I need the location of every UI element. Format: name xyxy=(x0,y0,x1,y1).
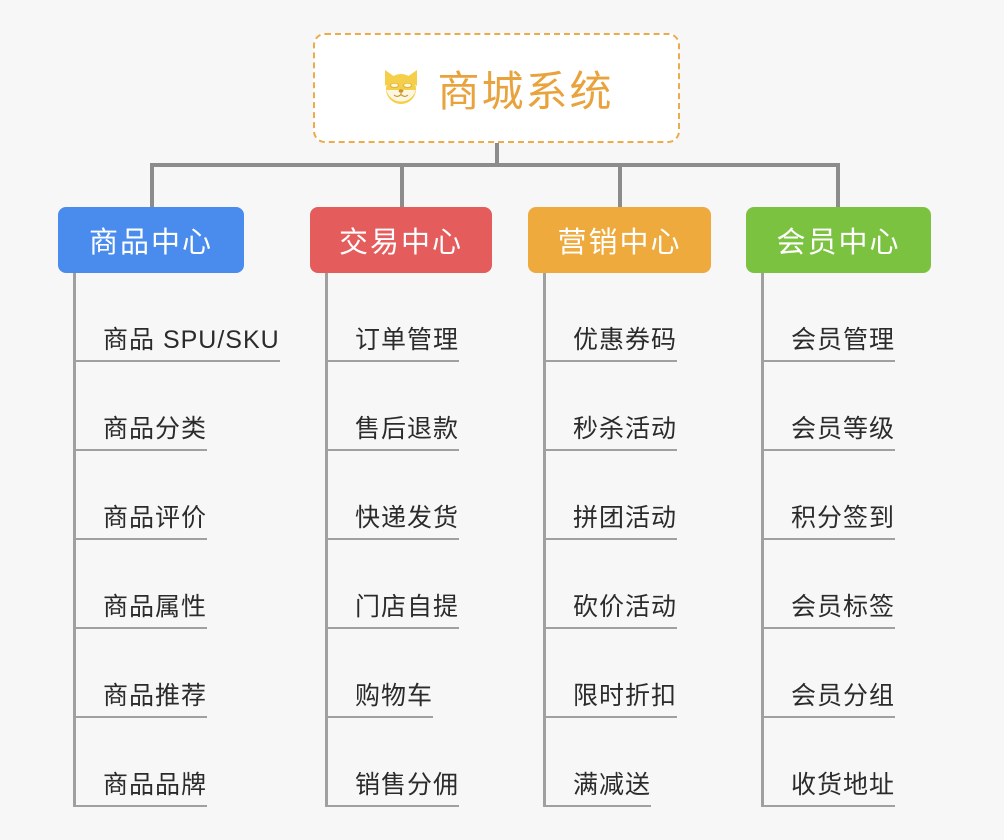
leaf-label: 砍价活动 xyxy=(573,593,678,629)
category-column-trade: 交易中心 订单管理 售后退款 快递发货 门店自提 购物车 销售分佣 xyxy=(310,207,560,807)
shiba-dog-face-icon xyxy=(379,66,423,110)
leaf-label: 秒杀活动 xyxy=(573,415,678,451)
leaf-list-marketing: 优惠券码 秒杀活动 拼团活动 砍价活动 限时折扣 满减送 xyxy=(528,273,778,807)
category-header-marketing[interactable]: 营销中心 xyxy=(528,207,711,273)
list-item[interactable]: 购物车 xyxy=(310,629,560,718)
leaf-list-product: 商品 SPU/SKU 商品分类 商品评价 商品属性 商品推荐 商品品牌 xyxy=(58,273,308,807)
connector-drop-1 xyxy=(150,163,154,209)
root-node[interactable]: 商城系统 xyxy=(313,33,680,143)
leaf-label: 会员管理 xyxy=(791,326,896,362)
list-item[interactable]: 砍价活动 xyxy=(528,540,778,629)
list-item[interactable]: 商品评价 xyxy=(58,451,308,540)
list-item[interactable]: 限时折扣 xyxy=(528,629,778,718)
connector-drop-2 xyxy=(400,163,404,209)
category-header-trade[interactable]: 交易中心 xyxy=(310,207,492,273)
list-item[interactable]: 会员等级 xyxy=(746,362,996,451)
category-column-marketing: 营销中心 优惠券码 秒杀活动 拼团活动 砍价活动 限时折扣 满减送 xyxy=(528,207,778,807)
leaf-label: 商品 SPU/SKU xyxy=(103,326,280,362)
leaf-label: 售后退款 xyxy=(355,415,460,451)
list-item[interactable]: 会员分组 xyxy=(746,629,996,718)
list-item[interactable]: 积分签到 xyxy=(746,451,996,540)
category-header-product[interactable]: 商品中心 xyxy=(58,207,244,273)
list-item[interactable]: 优惠券码 xyxy=(528,273,778,362)
leaf-label: 商品评价 xyxy=(103,504,208,540)
list-item[interactable]: 收货地址 xyxy=(746,718,996,807)
leaf-label: 积分签到 xyxy=(791,504,896,540)
leaf-label: 购物车 xyxy=(355,682,434,718)
leaf-label: 拼团活动 xyxy=(573,504,678,540)
leaf-label: 商品品牌 xyxy=(103,771,208,807)
leaf-label: 会员等级 xyxy=(791,415,896,451)
leaf-label: 会员标签 xyxy=(791,593,896,629)
leaf-label: 门店自提 xyxy=(355,593,460,629)
leaf-label: 商品属性 xyxy=(103,593,208,629)
list-item[interactable]: 会员管理 xyxy=(746,273,996,362)
category-label: 会员中心 xyxy=(776,227,901,259)
leaf-label: 商品推荐 xyxy=(103,682,208,718)
category-label: 营销中心 xyxy=(557,227,682,259)
list-item[interactable]: 订单管理 xyxy=(310,273,560,362)
leaf-label: 销售分佣 xyxy=(355,771,460,807)
root-title: 商城系统 xyxy=(437,67,614,115)
list-item[interactable]: 商品分类 xyxy=(58,362,308,451)
category-column-product: 商品中心 商品 SPU/SKU 商品分类 商品评价 商品属性 商品推荐 商品品牌 xyxy=(58,207,308,807)
connector-drop-3 xyxy=(618,163,622,209)
list-item[interactable]: 销售分佣 xyxy=(310,718,560,807)
category-label: 交易中心 xyxy=(338,227,463,259)
leaf-list-trade: 订单管理 售后退款 快递发货 门店自提 购物车 销售分佣 xyxy=(310,273,560,807)
leaf-label: 商品分类 xyxy=(103,415,208,451)
category-label: 商品中心 xyxy=(88,227,213,259)
leaf-label: 会员分组 xyxy=(791,682,896,718)
leaf-label: 满减送 xyxy=(573,771,652,807)
connector-root-stem xyxy=(495,143,499,165)
list-item[interactable]: 商品品牌 xyxy=(58,718,308,807)
list-item[interactable]: 满减送 xyxy=(528,718,778,807)
category-header-member[interactable]: 会员中心 xyxy=(746,207,931,273)
list-item[interactable]: 商品推荐 xyxy=(58,629,308,718)
connector-drop-4 xyxy=(836,163,840,209)
list-item[interactable]: 商品属性 xyxy=(58,540,308,629)
leaf-label: 快递发货 xyxy=(355,504,460,540)
category-column-member: 会员中心 会员管理 会员等级 积分签到 会员标签 会员分组 收货地址 xyxy=(746,207,996,807)
leaf-label: 限时折扣 xyxy=(573,682,678,718)
leaf-list-member: 会员管理 会员等级 积分签到 会员标签 会员分组 收货地址 xyxy=(746,273,996,807)
list-item[interactable]: 售后退款 xyxy=(310,362,560,451)
list-item[interactable]: 会员标签 xyxy=(746,540,996,629)
list-item[interactable]: 快递发货 xyxy=(310,451,560,540)
list-item[interactable]: 秒杀活动 xyxy=(528,362,778,451)
list-item[interactable]: 门店自提 xyxy=(310,540,560,629)
list-item[interactable]: 拼团活动 xyxy=(528,451,778,540)
leaf-label: 订单管理 xyxy=(355,326,460,362)
connector-horizontal-bus xyxy=(150,163,840,167)
list-item[interactable]: 商品 SPU/SKU xyxy=(58,273,308,362)
leaf-label: 收货地址 xyxy=(791,771,896,807)
leaf-label: 优惠券码 xyxy=(573,326,678,362)
